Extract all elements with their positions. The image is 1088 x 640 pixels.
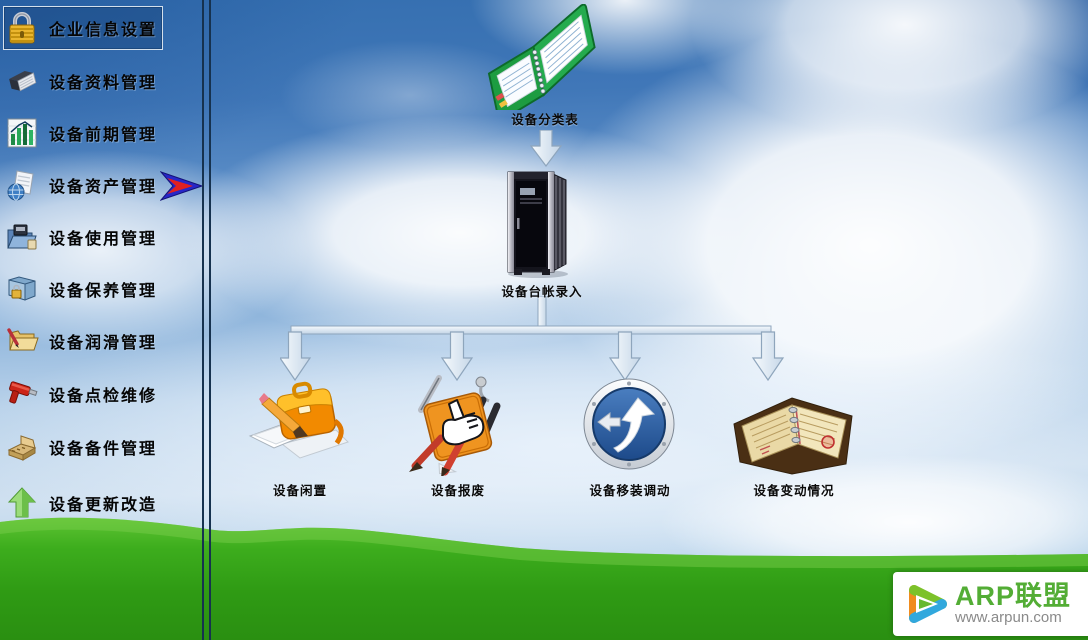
menu-pointer-arrow-icon (159, 170, 204, 206)
hand-notepad-icon (409, 375, 501, 478)
sidebar-menu: 企业信息设置 设备资料管理 (0, 0, 204, 640)
sidebar-item-label: 设备资料管理 (49, 75, 158, 92)
node-equipment-classification[interactable] (472, 3, 608, 121)
arp-watermark[interactable]: ARP联盟 www.arpun.com (893, 572, 1088, 636)
node-ledger-entry-server[interactable] (502, 166, 574, 280)
parts-box-icon (4, 429, 40, 465)
node-label: 设备报废 (430, 484, 485, 498)
brand-url[interactable]: www.arpun.com (955, 609, 1062, 627)
folder-pen-icon (4, 323, 40, 359)
server-cabinet-icon (507, 171, 568, 278)
sidebar-item-equipment-lubrication[interactable]: 设备润滑管理 (4, 320, 157, 362)
sidebar-item-label: 设备点检维修 (49, 388, 158, 405)
node-label: 设备台帐录入 (501, 285, 583, 299)
node-equipment-scrap[interactable] (405, 372, 509, 478)
sidebar-item-equipment-early-stage[interactable]: 设备前期管理 (4, 112, 157, 154)
sidebar-item-equipment-spare-parts[interactable]: 设备备件管理 (4, 426, 157, 468)
sidebar-item-label: 设备使用管理 (49, 231, 158, 248)
node-label: 设备闲置 (272, 484, 327, 498)
sidebar-item-equipment-maintenance[interactable]: 设备保养管理 (4, 268, 157, 310)
sidebar-divider-line (209, 0, 211, 640)
green-up-arrow-icon (4, 485, 40, 521)
sidebar-divider-line (202, 0, 204, 640)
folder-device-icon (4, 219, 40, 255)
sidebar-item-label: 设备润滑管理 (49, 335, 158, 352)
ledger-book-icon (733, 397, 853, 475)
sidebar-item-equipment-renewal[interactable]: 设备更新改造 (4, 482, 157, 524)
sidebar-item-label: 设备保养管理 (49, 283, 158, 300)
sidebar-item-label: 企业信息设置 (49, 22, 158, 39)
node-label: 设备变动情况 (753, 484, 835, 498)
node-equipment-idle[interactable] (248, 380, 352, 474)
node-equipment-change-records[interactable] (730, 380, 856, 476)
sidebar-item-label: 设备更新改造 (49, 497, 158, 514)
bar-chart-icon (4, 115, 40, 151)
folder-lock-icon (4, 271, 40, 307)
play-logo-icon (909, 585, 947, 623)
node-label: 设备分类表 (511, 113, 579, 127)
sidebar-item-equipment-inspection-repair[interactable]: 设备点检维修 (4, 373, 157, 415)
round-arrows-icon (583, 378, 675, 470)
sidebar-item-equipment-assets[interactable]: 设备资产管理 (4, 164, 157, 206)
notebook-icon (487, 3, 596, 121)
sidebar-item-label: 设备资产管理 (49, 179, 158, 196)
branch-connectors (280, 296, 785, 382)
sidebar-item-equipment-data[interactable]: 设备资料管理 (4, 60, 157, 102)
briefcase-pencil-icon (248, 381, 349, 459)
brand-name: ARP联盟 (955, 580, 1072, 611)
sidebar-item-equipment-usage[interactable]: 设备使用管理 (4, 216, 157, 258)
sidebar-item-label: 设备前期管理 (49, 127, 158, 144)
lock-icon (4, 10, 40, 46)
node-equipment-relocation[interactable] (578, 376, 680, 476)
sidebar-item-label: 设备备件管理 (49, 441, 158, 458)
node-label: 设备移装调动 (589, 484, 671, 498)
sidebar-item-enterprise-info[interactable]: 企业信息设置 (3, 6, 163, 50)
grass-hill (0, 517, 1088, 640)
down-arrow-connector (529, 130, 563, 167)
drill-icon (4, 376, 40, 412)
book-icon (4, 63, 40, 99)
globe-document-icon (4, 167, 40, 203)
